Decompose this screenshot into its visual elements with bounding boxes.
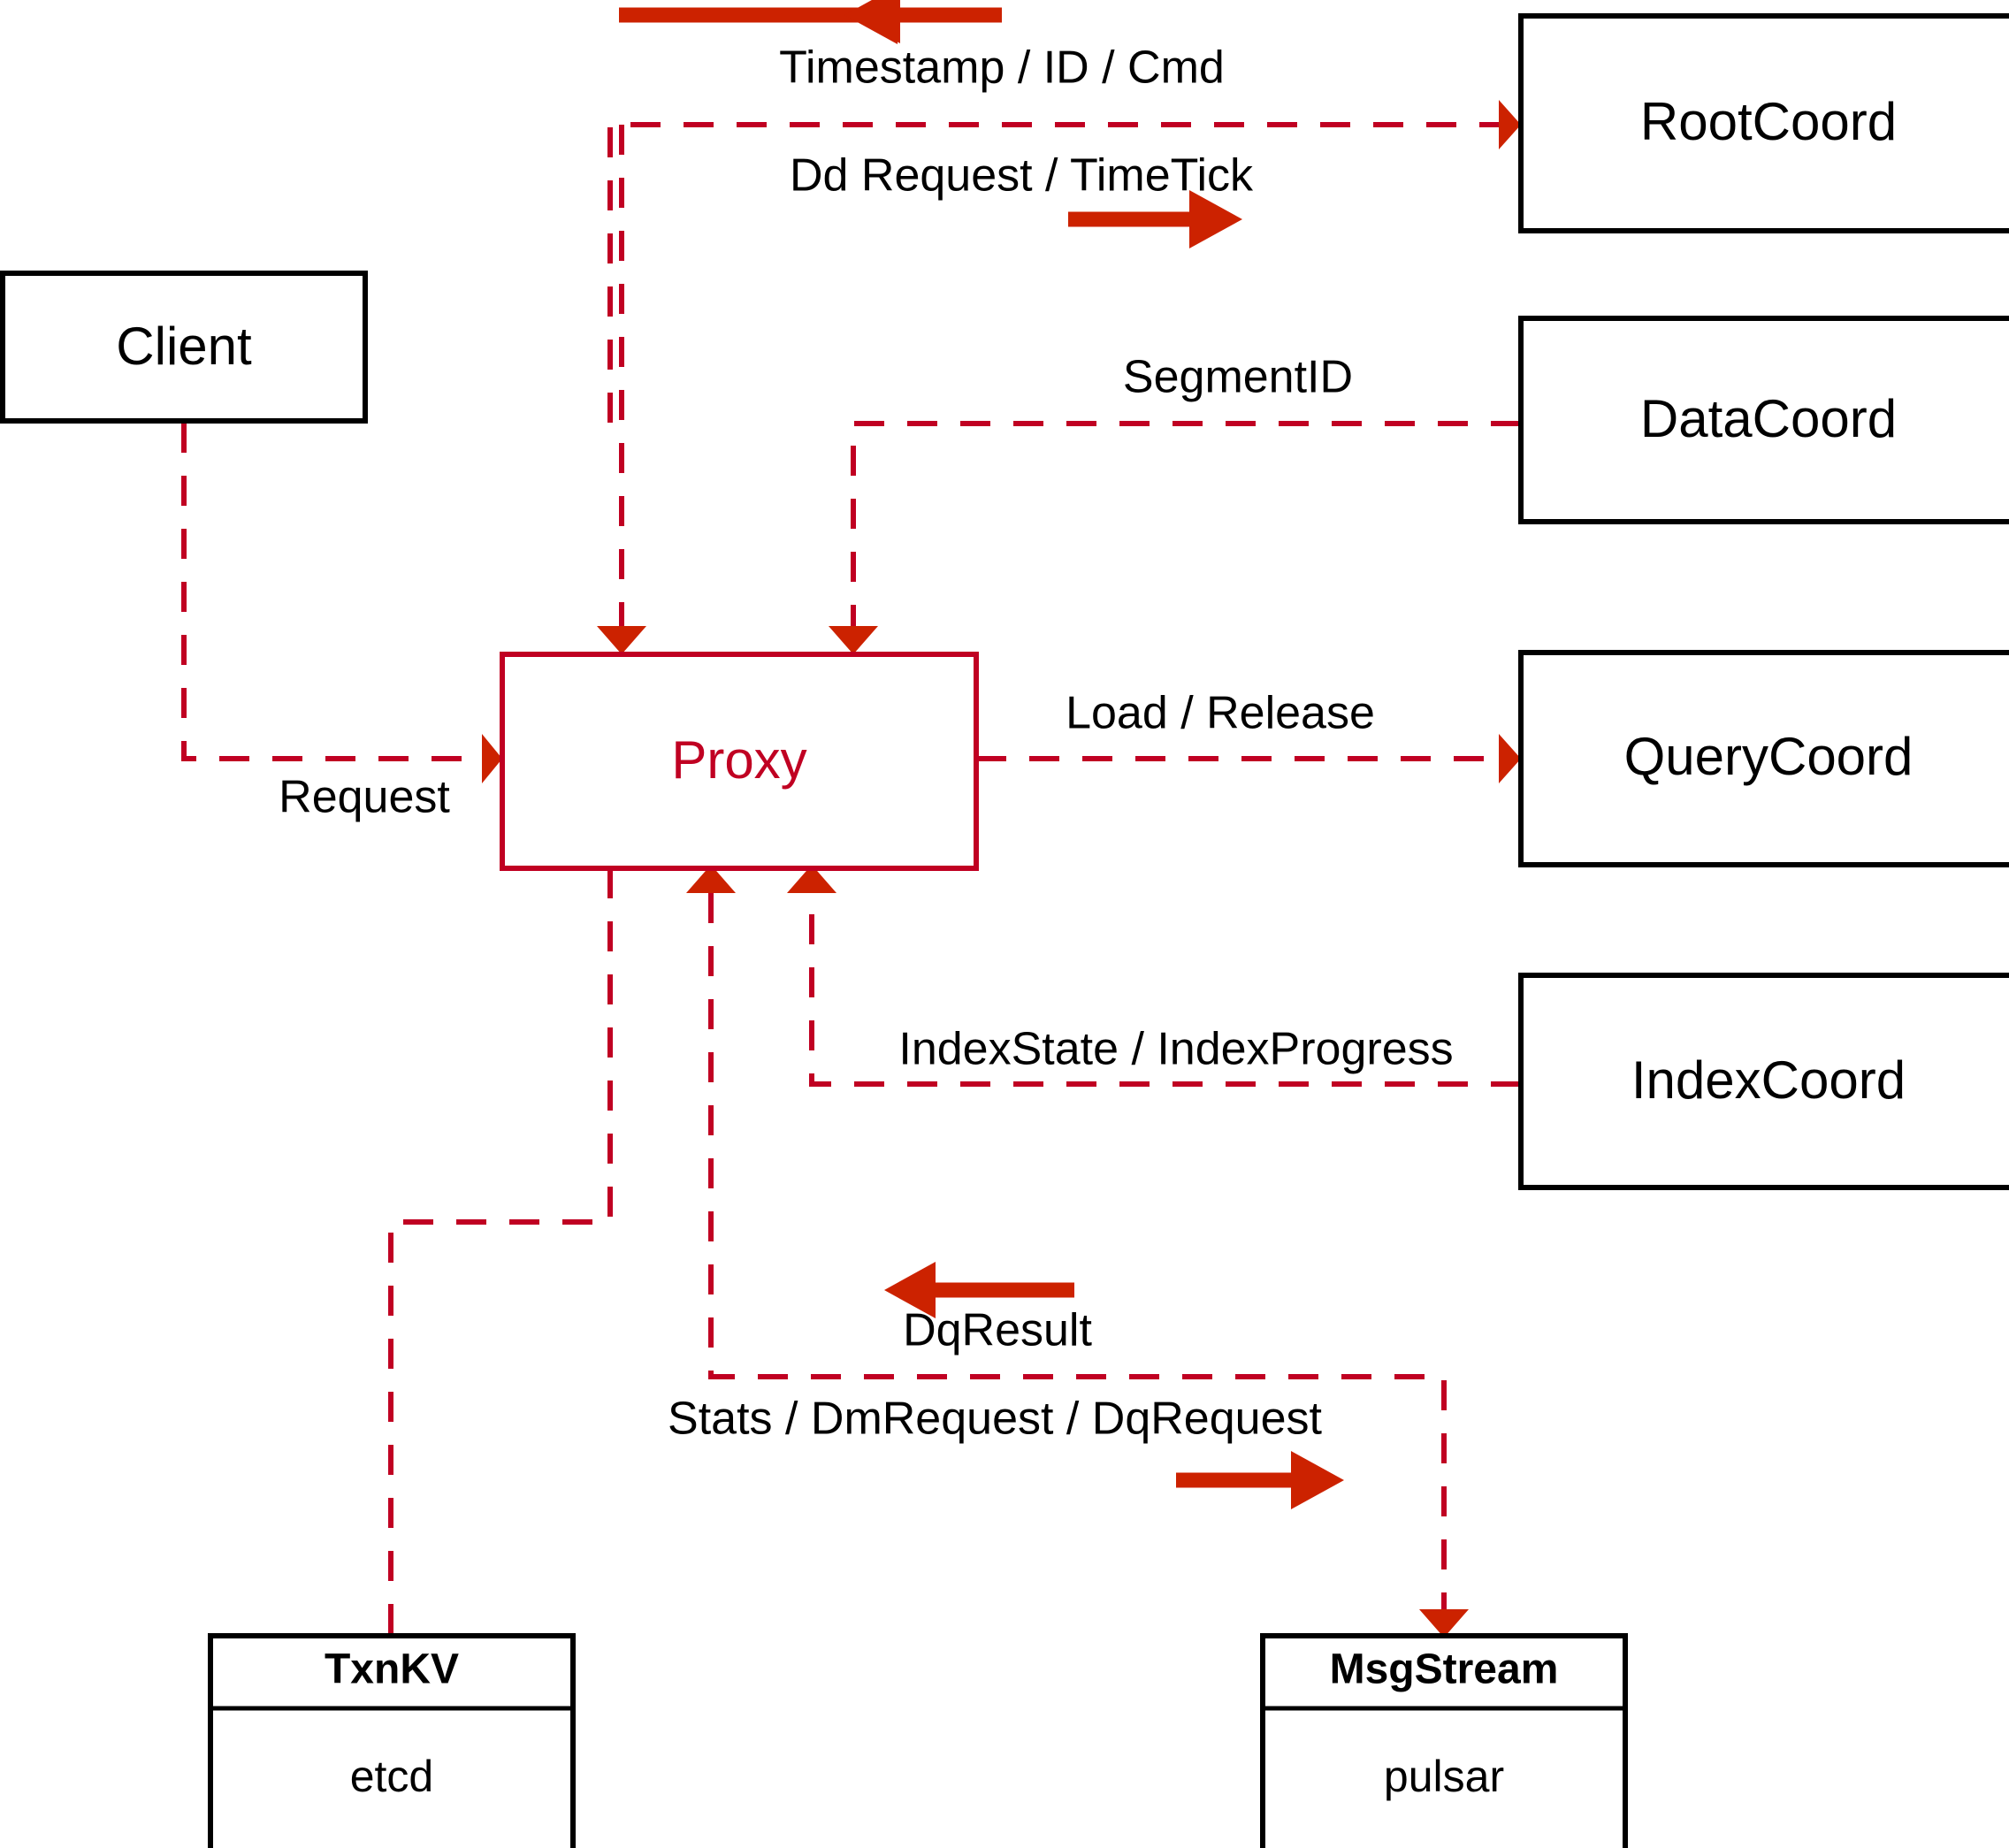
node-proxy[interactable]: Proxy — [500, 652, 979, 871]
arrowhead-client-to-proxy — [482, 734, 502, 783]
edge-label-indexstate-indexprogress: IndexState / IndexProgress — [898, 1024, 1453, 1075]
edge-indexcoord-to-proxy — [809, 893, 1521, 1087]
edge-label-timestamp-id-cmd: Timestamp / ID / Cmd — [779, 42, 1225, 94]
arrowhead-proxy-to-querycoord — [1499, 734, 1521, 783]
arrowhead-msgstream-to-proxy — [686, 865, 736, 893]
client-label: Client — [116, 317, 252, 376]
node-rootcoord[interactable]: RootCoord — [1518, 13, 2009, 233]
edge-label-stats-dmrequest-dqrequest: Stats / DmRequest / DqRequest — [668, 1394, 1322, 1445]
edge-label-load-release: Load / Release — [1066, 688, 1375, 739]
direction-arrow-dqresult — [884, 1262, 1074, 1318]
node-indexcoord[interactable]: IndexCoord — [1518, 973, 2009, 1190]
indexcoord-label: IndexCoord — [1631, 1050, 1906, 1110]
msgstream-impl-label: pulsar — [1384, 1752, 1504, 1801]
edge-label-dd-request-timetick: Dd Request / TimeTick — [790, 150, 1254, 202]
edge-datacoord-to-proxy — [851, 421, 1521, 626]
edge-proxy-to-txnkv — [388, 868, 613, 1636]
edge-label-dqresult: DqResult — [903, 1305, 1092, 1356]
indexcoord-box — [1518, 973, 2009, 1190]
txnkv-label: TxnKV — [325, 1646, 459, 1693]
arrowhead-proxy-to-rootcoord — [1499, 100, 1521, 149]
proxy-box — [500, 652, 979, 871]
txnkv-impl-label: etcd — [350, 1752, 434, 1801]
direction-arrow-stats-dmrequest-dqrequest — [1176, 1451, 1344, 1509]
arrowhead-proxy-to-msgstream — [1419, 1609, 1469, 1638]
edge-client-to-proxy — [181, 423, 482, 761]
proxy-label: Proxy — [671, 730, 806, 790]
client-box — [0, 271, 368, 424]
edge-label-request: Request — [279, 772, 450, 823]
node-txnkv[interactable]: TxnKV etcd — [208, 1633, 576, 1848]
msgstream-box — [1260, 1633, 1628, 1848]
direction-arrow-timestamp-id-cmd — [619, 0, 1002, 44]
edge-label-segmentid: SegmentID — [1123, 352, 1353, 403]
arrowhead-indexcoord-to-proxy — [787, 865, 836, 893]
rootcoord-box — [1518, 13, 2009, 233]
node-msgstream[interactable]: MsgStream pulsar — [1260, 1633, 1628, 1848]
direction-arrow-dd-request-timetick — [1068, 190, 1242, 248]
arrowhead-datacoord-to-proxy — [829, 626, 878, 654]
edge-proxy-msgstream — [708, 893, 1447, 1609]
node-querycoord[interactable]: QueryCoord — [1518, 650, 2009, 867]
querycoord-box — [1518, 650, 2009, 867]
datacoord-box — [1518, 316, 2009, 524]
node-datacoord[interactable]: DataCoord — [1518, 316, 2009, 524]
msgstream-label: MsgStream — [1330, 1646, 1559, 1693]
node-client[interactable]: Client — [0, 271, 368, 424]
datacoord-label: DataCoord — [1640, 389, 1897, 448]
rootcoord-label: RootCoord — [1640, 92, 1897, 151]
arrowhead-rootcoord-to-proxy — [597, 626, 646, 654]
querycoord-label: QueryCoord — [1624, 727, 1914, 786]
txnkv-box — [208, 1633, 576, 1848]
